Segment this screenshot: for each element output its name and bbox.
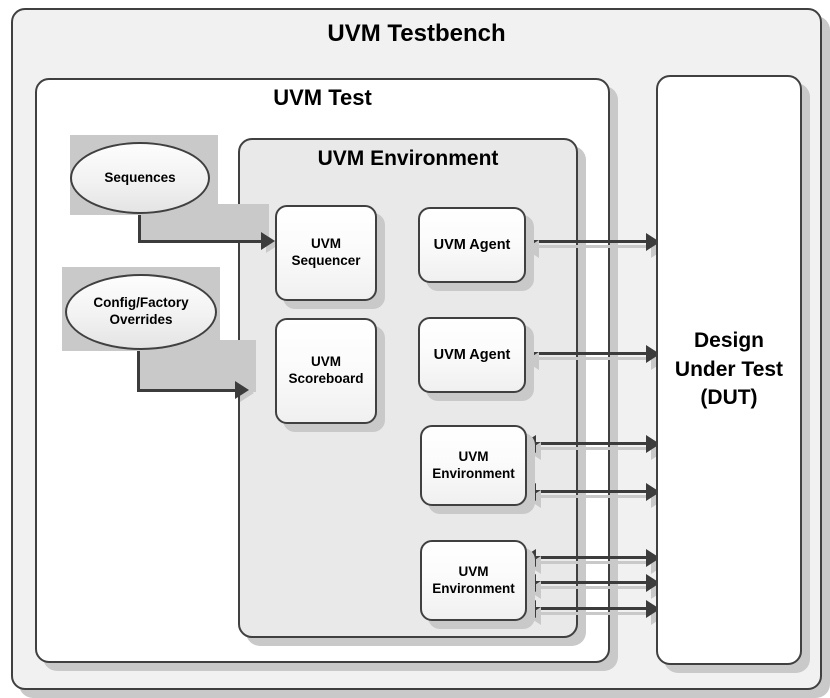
uvm-environment-1-label-line1: UVM <box>458 448 489 464</box>
env2-dut-connector-c-shadow <box>536 612 662 615</box>
uvm-sequencer-label-line1: UVM <box>311 236 341 252</box>
uvm-environment-2-label: UVM Environment <box>428 564 519 598</box>
agent1-dut-connector <box>528 240 658 243</box>
uvm-environment-1-label: UVM Environment <box>428 449 519 483</box>
config-arrow-horizontal <box>137 389 237 392</box>
env2-dut-connector-c <box>530 607 658 610</box>
config-arrowhead <box>235 381 249 399</box>
config-factory-overrides-node[interactable]: Config/Factory Overrides <box>65 274 217 350</box>
uvm-scoreboard-label-line1: UVM <box>311 354 341 370</box>
env2-dut-connector-b <box>530 581 658 584</box>
uvm-scoreboard-label: UVM Scoreboard <box>284 354 367 388</box>
agent2-dut-connector <box>528 352 658 355</box>
uvm-agent-1-node[interactable]: UVM Agent <box>418 207 526 283</box>
uvm-agent-1-label: UVM Agent <box>433 236 511 253</box>
env1-dut-connector-b <box>530 490 658 493</box>
agent2-dut-connector-shadow <box>534 357 662 360</box>
uvm-test-title: UVM Test <box>273 85 372 110</box>
env1-dut-connector-a-shadow <box>536 447 662 450</box>
uvm-agent-2-label: UVM Agent <box>433 346 511 363</box>
uvm-environment-2-label-line2: Environment <box>432 580 515 596</box>
uvm-scoreboard-node[interactable]: UVM Scoreboard <box>275 318 377 424</box>
design-under-test-container[interactable]: Design Under Test (DUT) <box>656 75 802 665</box>
dut-label: Design Under Test (DUT) <box>675 327 783 412</box>
agent1-dut-connector-shadow <box>534 245 662 248</box>
sequences-node[interactable]: Sequences <box>70 142 210 214</box>
uvm-scoreboard-label-line2: Scoreboard <box>288 371 364 386</box>
dut-label-line2: Under Test <box>674 357 784 381</box>
uvm-agent-2-node[interactable]: UVM Agent <box>418 317 526 393</box>
env1-dut-connector-a <box>530 442 658 445</box>
uvm-environment-2-node[interactable]: UVM Environment <box>420 540 527 621</box>
dut-label-line1: Design <box>693 329 764 353</box>
dut-label-line3: (DUT) <box>700 386 758 410</box>
uvm-sequencer-label-line2: Sequencer <box>291 253 361 268</box>
uvm-environment-1-node[interactable]: UVM Environment <box>420 425 527 506</box>
sequences-arrow-vertical <box>138 207 141 243</box>
config-arrow-vertical <box>137 341 140 392</box>
config-factory-label-line1: Config/Factory <box>93 295 189 311</box>
env2-dut-connector-a <box>530 556 658 559</box>
config-factory-label-line2: Overrides <box>109 312 173 327</box>
uvm-sequencer-node[interactable]: UVM Sequencer <box>275 205 377 301</box>
uvm-sequencer-label: UVM Sequencer <box>287 236 364 270</box>
uvm-environment-1-label-line2: Environment <box>432 465 515 481</box>
sequences-label: Sequences <box>104 169 176 185</box>
env2-dut-connector-a-shadow <box>536 561 662 564</box>
uvm-environment-title: UVM Environment <box>317 147 499 170</box>
config-factory-label: Config/Factory Overrides <box>89 295 192 329</box>
sequences-arrowhead <box>261 232 275 250</box>
uvm-testbench-title: UVM Testbench <box>327 20 506 47</box>
env1-dut-connector-b-shadow <box>536 495 662 498</box>
sequences-arrow-horizontal <box>138 240 263 243</box>
uvm-environment-2-label-line1: UVM <box>458 563 489 579</box>
env2-dut-connector-b-shadow <box>536 586 662 589</box>
